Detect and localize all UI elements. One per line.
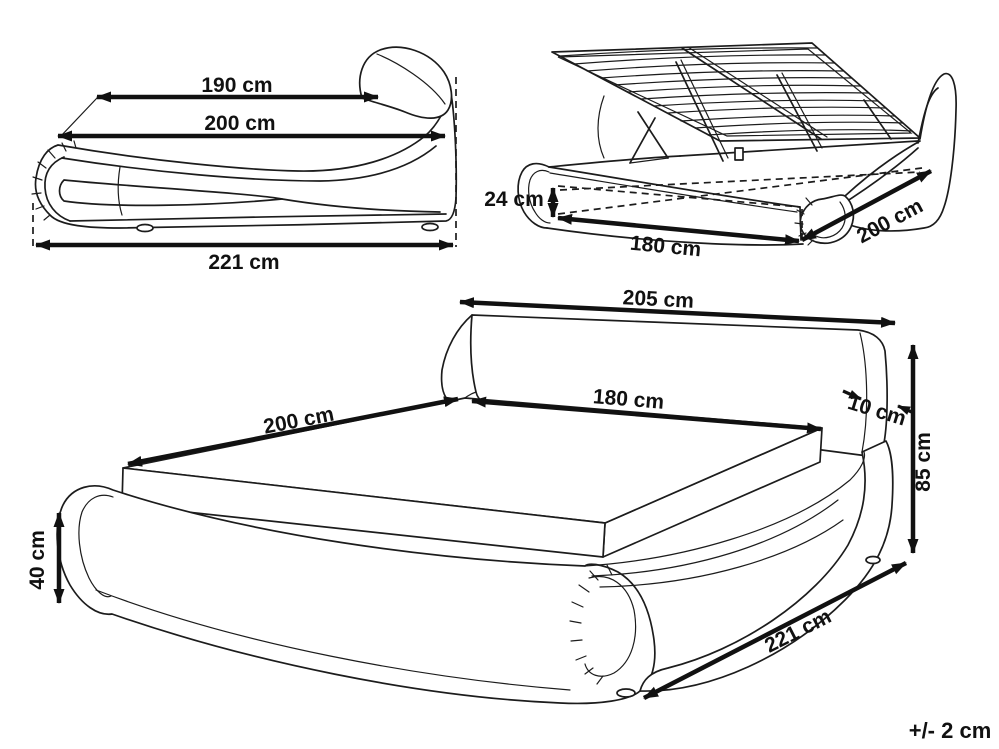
side-view-drawing (31, 46, 458, 247)
dim-arrow-storage-180 (557, 213, 800, 246)
dim-arrow-persp-180 (471, 396, 822, 434)
storage-latch (734, 147, 744, 161)
dim-label-side-190: 190 cm (201, 74, 272, 97)
side-scroll-gathers (31, 140, 77, 221)
dim-label-side-200: 200 cm (204, 112, 275, 135)
storage-lid (551, 42, 921, 142)
dim-label-persp-85: 85 cm (912, 432, 935, 492)
dim-label-storage-180: 180 cm (629, 232, 702, 262)
dim-label-side-221: 221 cm (208, 251, 279, 274)
dim-label-persp-180: 180 cm (592, 385, 665, 414)
dim-arrow-persp-200 (127, 396, 459, 467)
dim-arrow-persp-205 (459, 297, 896, 328)
dim-label-persp-40: 40 cm (26, 530, 49, 590)
perspective-foot-gathers (569, 564, 613, 685)
dim-arrow-storage-200 (800, 169, 933, 242)
dim-label-storage-24: 24 cm (484, 188, 544, 211)
perspective-leg (616, 688, 636, 698)
side-view-leg (421, 222, 439, 232)
storage-lid-slats (559, 47, 913, 136)
perspective-leg (865, 555, 881, 565)
dim-label-storage-200: 200 cm (853, 194, 927, 248)
dim-label-persp-205: 205 cm (622, 286, 694, 312)
dim-arrow-persp-221 (642, 560, 908, 701)
tolerance-note: +/- 2 cm (909, 718, 992, 743)
side-view-leg (136, 223, 154, 233)
